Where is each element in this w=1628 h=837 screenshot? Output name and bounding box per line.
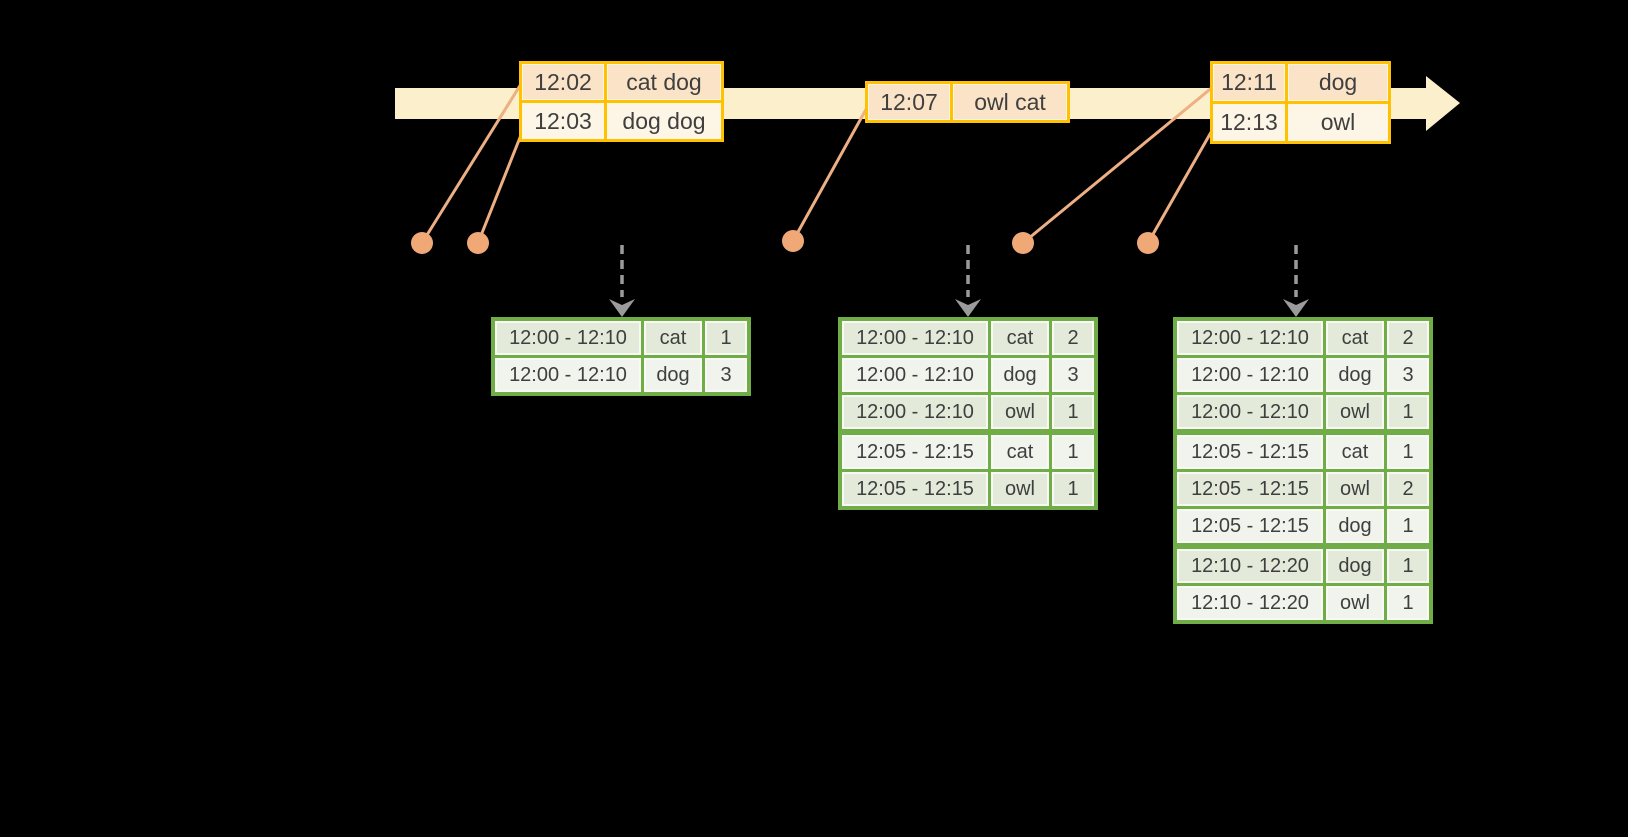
connector-line: [1146, 125, 1216, 245]
table-row: 12:00 - 12:10 dog 3: [495, 358, 747, 392]
event-table-2: 12:07 owl cat: [865, 81, 1070, 123]
table-row: 12:07 owl cat: [868, 84, 1067, 120]
event-table-3: 12:11 dog 12:13 owl: [1210, 61, 1391, 144]
table-row: 12:00 - 12:10 cat 1: [495, 321, 747, 355]
word-cell: cat: [991, 435, 1049, 469]
count-cell: 1: [1387, 586, 1429, 620]
table-row: 12:00 - 12:10 dog 3: [1177, 358, 1429, 392]
trigger-arrowhead-icon: [1283, 299, 1309, 317]
count-cell: 2: [1052, 321, 1094, 355]
table-row: 12:03 dog dog: [522, 103, 721, 139]
event-dots: [411, 230, 1159, 254]
word-cell: cat: [991, 321, 1049, 355]
connector-line: [420, 82, 523, 245]
window-cell: 12:00 - 12:10: [842, 321, 988, 355]
table-row: 12:05 - 12:15 owl 1: [842, 472, 1094, 506]
word-cell: dog: [644, 358, 702, 392]
count-cell: 1: [1387, 549, 1429, 583]
window-cell: 12:00 - 12:10: [495, 321, 641, 355]
window-cell: 12:05 - 12:15: [842, 435, 988, 469]
event-connector-lines: [420, 82, 1216, 245]
word-cell: owl: [991, 472, 1049, 506]
window-cell: 12:00 - 12:10: [842, 358, 988, 392]
count-cell: 2: [1387, 321, 1429, 355]
table-row: 12:05 - 12:15 owl 2: [1177, 472, 1429, 506]
event-words-cell: dog: [1288, 64, 1388, 101]
table-row: 12:05 - 12:15 cat 1: [842, 435, 1094, 469]
connector-line: [1021, 84, 1216, 245]
event-words-cell: owl: [1288, 104, 1388, 141]
event-table-1: 12:02 cat dog 12:03 dog dog: [519, 61, 724, 142]
window-cell: 12:00 - 12:10: [1177, 321, 1323, 355]
timeline-arrowhead-icon: [1426, 76, 1460, 131]
count-cell: 2: [1387, 472, 1429, 506]
window-cell: 12:05 - 12:15: [1177, 472, 1323, 506]
window-cell: 12:05 - 12:15: [842, 472, 988, 506]
event-words-cell: owl cat: [953, 84, 1067, 120]
table-row: 12:00 - 12:10 owl 1: [842, 395, 1094, 429]
word-cell: dog: [991, 358, 1049, 392]
event-dot-icon: [411, 232, 433, 254]
event-dot-icon: [1137, 232, 1159, 254]
table-row: 12:13 owl: [1213, 104, 1388, 141]
window-cell: 12:00 - 12:10: [495, 358, 641, 392]
count-cell: 1: [1052, 435, 1094, 469]
result-table-2: 12:00 - 12:10 cat 2 12:00 - 12:10 dog 3 …: [838, 317, 1098, 510]
count-cell: 3: [705, 358, 747, 392]
word-cell: owl: [1326, 472, 1384, 506]
result-table-3: 12:00 - 12:10 cat 2 12:00 - 12:10 dog 3 …: [1173, 317, 1433, 624]
table-row: 12:10 - 12:20 owl 1: [1177, 586, 1429, 620]
table-row: 12:00 - 12:10 cat 2: [842, 321, 1094, 355]
word-cell: owl: [991, 395, 1049, 429]
window-cell: 12:05 - 12:15: [1177, 509, 1323, 543]
count-cell: 1: [1052, 395, 1094, 429]
count-cell: 1: [1387, 435, 1429, 469]
event-time-cell: 12:13: [1213, 104, 1285, 141]
word-cell: cat: [1326, 321, 1384, 355]
event-time-cell: 12:02: [522, 64, 604, 100]
trigger-arrows: [609, 245, 1309, 317]
word-cell: owl: [1326, 586, 1384, 620]
event-dot-icon: [1012, 232, 1034, 254]
window-cell: 12:00 - 12:10: [842, 395, 988, 429]
trigger-arrowhead-icon: [609, 299, 635, 317]
word-cell: dog: [1326, 549, 1384, 583]
event-time-cell: 12:11: [1213, 64, 1285, 101]
word-cell: owl: [1326, 395, 1384, 429]
table-row: 12:05 - 12:15 cat 1: [1177, 435, 1429, 469]
table-row: 12:02 cat dog: [522, 64, 721, 100]
connector-line: [476, 128, 525, 245]
event-time-cell: 12:07: [868, 84, 950, 120]
window-cell: 12:05 - 12:15: [1177, 435, 1323, 469]
word-cell: cat: [644, 321, 702, 355]
window-cell: 12:00 - 12:10: [1177, 358, 1323, 392]
window-cell: 12:10 - 12:20: [1177, 586, 1323, 620]
event-dot-icon: [467, 232, 489, 254]
trigger-arrowhead-icon: [955, 299, 981, 317]
word-cell: dog: [1326, 358, 1384, 392]
count-cell: 1: [705, 321, 747, 355]
count-cell: 3: [1387, 358, 1429, 392]
event-dot-icon: [782, 230, 804, 252]
event-words-cell: dog dog: [607, 103, 721, 139]
table-row: 12:00 - 12:10 cat 2: [1177, 321, 1429, 355]
word-cell: dog: [1326, 509, 1384, 543]
word-cell: cat: [1326, 435, 1384, 469]
table-row: 12:05 - 12:15 dog 1: [1177, 509, 1429, 543]
count-cell: 1: [1387, 395, 1429, 429]
result-table-1: 12:00 - 12:10 cat 1 12:00 - 12:10 dog 3: [491, 317, 751, 396]
count-cell: 3: [1052, 358, 1094, 392]
count-cell: 1: [1387, 509, 1429, 543]
table-row: 12:11 dog: [1213, 64, 1388, 101]
window-cell: 12:10 - 12:20: [1177, 549, 1323, 583]
connector-line: [791, 102, 871, 243]
table-row: 12:00 - 12:10 owl 1: [1177, 395, 1429, 429]
count-cell: 1: [1052, 472, 1094, 506]
table-row: 12:00 - 12:10 dog 3: [842, 358, 1094, 392]
table-row: 12:10 - 12:20 dog 1: [1177, 549, 1429, 583]
window-cell: 12:00 - 12:10: [1177, 395, 1323, 429]
event-time-cell: 12:03: [522, 103, 604, 139]
event-words-cell: cat dog: [607, 64, 721, 100]
